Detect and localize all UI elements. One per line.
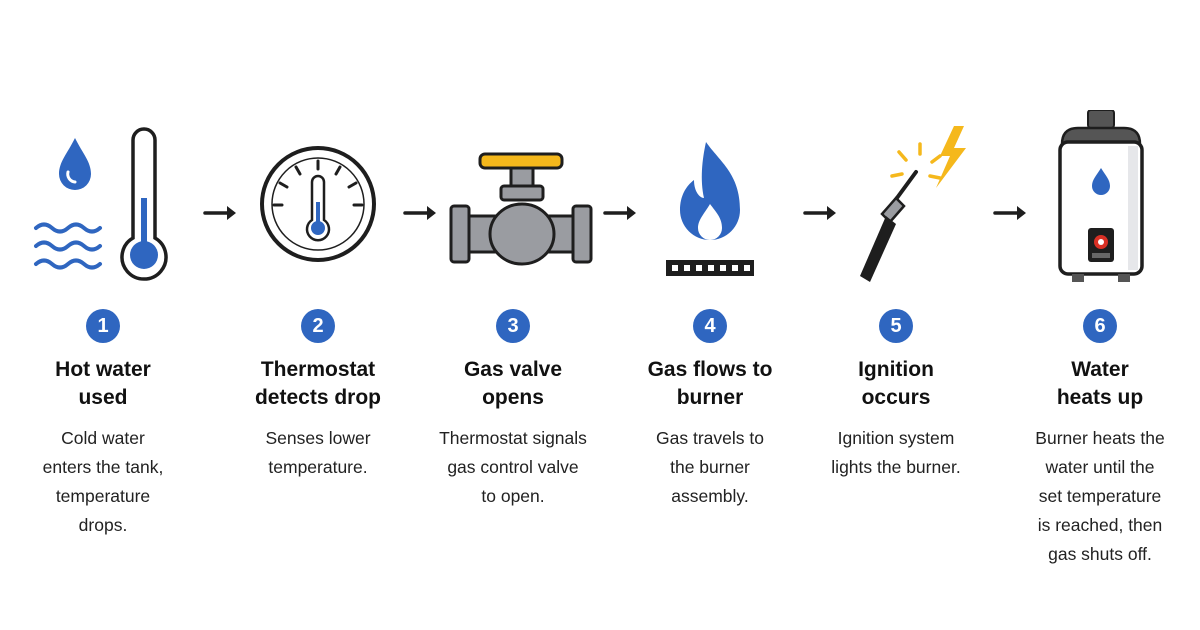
step-2: 2 Thermostat detects drop Senses lower t…	[218, 0, 418, 630]
igniter-icon	[860, 170, 918, 282]
step-description-line: Gas travels to	[656, 428, 764, 448]
lightning-icon	[936, 126, 966, 188]
step-description-line: Burner heats the	[1035, 428, 1165, 448]
step-description: Cold water enters the tank, temperature …	[3, 424, 203, 540]
step-description-line: temperature	[55, 486, 151, 506]
step-title-line: opens	[482, 386, 544, 409]
step-description-line: enters the tank,	[42, 457, 164, 477]
step-description-line: Senses lower	[265, 428, 371, 448]
water-heater-icon	[1058, 110, 1144, 282]
arrow-right-icon	[993, 203, 1029, 223]
step-description-line: water until the	[1045, 457, 1155, 477]
step-number-badge: 6	[1083, 309, 1117, 343]
step-title: Water heats up	[1000, 356, 1200, 412]
step-description-line: assembly.	[671, 486, 749, 506]
step-3: 3 Gas valve opens Thermostat signals gas…	[413, 0, 613, 630]
step-description: Thermostat signals gas control valve to …	[413, 424, 613, 511]
step-description-line: set temperature	[1038, 486, 1162, 506]
step-number-badge: 5	[879, 309, 913, 343]
step-description-line: the burner	[670, 457, 750, 477]
step-description-line: gas control valve	[447, 457, 579, 477]
step-4: 4 Gas flows to burner Gas travels to the…	[610, 0, 810, 630]
step-description-line: drops.	[78, 515, 128, 535]
step-description: Senses lower temperature.	[218, 424, 418, 482]
step-2-illustration	[218, 110, 418, 300]
flame-icon	[680, 142, 740, 240]
step-5: 5 Ignition occurs Ignition system lights…	[796, 0, 996, 630]
step-1: 1 Hot water used Cold water enters the t…	[3, 0, 203, 630]
step-description: Ignition system lights the burner.	[796, 424, 996, 482]
step-title-line: detects drop	[254, 386, 382, 409]
arrow-right-icon	[203, 203, 239, 223]
step-1-illustration	[3, 110, 203, 300]
step-description-line: Cold water	[61, 428, 145, 448]
step-title: Thermostat detects drop	[218, 356, 418, 412]
step-number-badge: 3	[496, 309, 530, 343]
step-description-line: to open.	[481, 486, 545, 506]
step-title-line: Gas flows to	[647, 358, 773, 381]
step-number-badge: 4	[693, 309, 727, 343]
water-drop-icon	[59, 138, 91, 190]
step-description-line: Thermostat signals	[439, 428, 587, 448]
arrow-right-icon	[803, 203, 839, 223]
step-description: Burner heats the water until the set tem…	[1000, 424, 1200, 569]
gas-valve-icon	[449, 152, 593, 266]
burner-icon	[666, 260, 754, 276]
step-title-line: Thermostat	[260, 358, 376, 381]
step-title: Gas flows to burner	[610, 356, 810, 412]
step-4-illustration	[610, 110, 810, 300]
step-6-illustration	[1000, 110, 1200, 300]
step-title-line: used	[78, 386, 128, 409]
step-title-line: Water	[1071, 358, 1129, 381]
step-title-line: Hot water	[55, 358, 151, 381]
step-title-line: Ignition	[858, 358, 934, 381]
thermometer-icon	[120, 127, 168, 281]
step-description-line: gas shuts off.	[1048, 544, 1152, 564]
step-5-illustration	[796, 110, 996, 300]
step-title-line: burner	[676, 386, 744, 409]
step-title: Hot water used	[3, 356, 203, 412]
step-number-badge: 2	[301, 309, 335, 343]
step-description: Gas travels to the burner assembly.	[610, 424, 810, 511]
step-title: Ignition occurs	[796, 356, 996, 412]
thermostat-dial-icon	[260, 146, 376, 262]
waves-icon	[34, 222, 102, 270]
arrow-right-icon	[403, 203, 439, 223]
step-title-line: occurs	[861, 386, 931, 409]
step-description-line: is reached, then	[1037, 515, 1163, 535]
step-title: Gas valve opens	[413, 356, 613, 412]
step-3-illustration	[413, 110, 613, 300]
step-title-line: Gas valve	[463, 358, 563, 381]
step-title-line: heats up	[1056, 386, 1144, 409]
spark-icon	[890, 142, 942, 180]
step-6: 6 Water heats up Burner heats the water …	[1000, 0, 1200, 630]
step-description-line: Ignition system	[837, 428, 955, 448]
arrow-right-icon	[603, 203, 639, 223]
step-description-line: temperature.	[268, 457, 368, 477]
step-description-line: lights the burner.	[831, 457, 961, 477]
step-number-badge: 1	[86, 309, 120, 343]
